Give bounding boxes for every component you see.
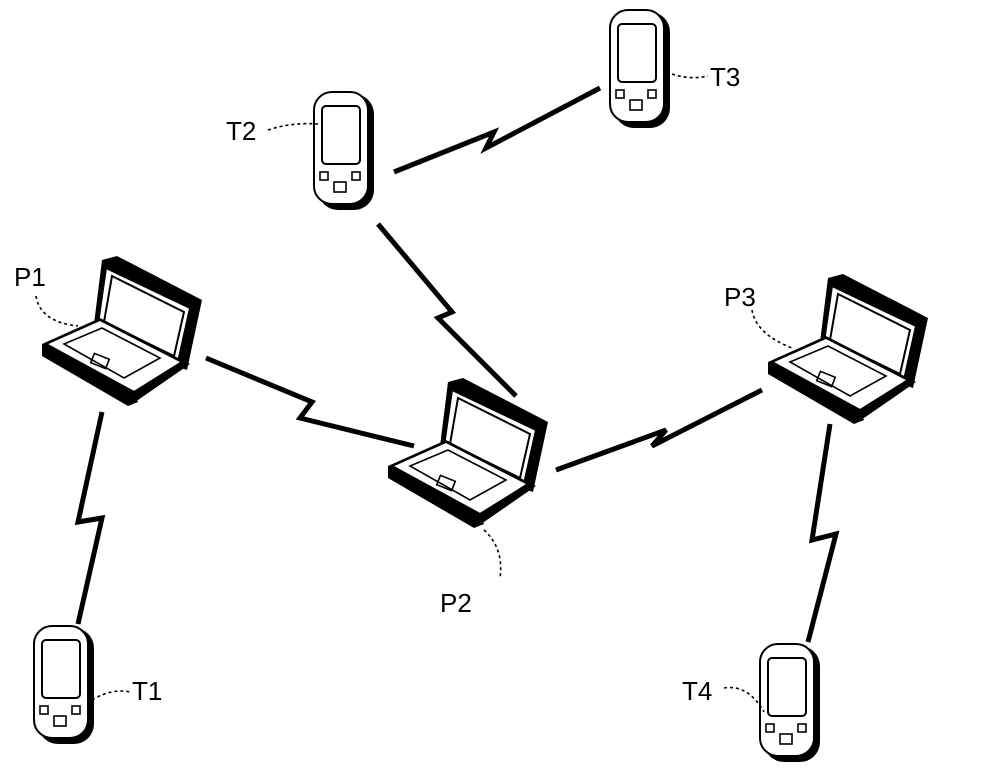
leader-T3 — [671, 73, 709, 79]
label-P1: P1 — [14, 262, 46, 292]
link-T2-P2 — [376, 222, 518, 398]
leader-T1 — [91, 690, 131, 701]
phone-T1 — [33, 625, 95, 745]
label-P3: P3 — [724, 282, 756, 312]
laptop-P3 — [767, 273, 929, 425]
phone-T3 — [609, 9, 671, 129]
leader-T4 — [723, 686, 765, 713]
wireless-links — [74, 85, 840, 643]
link-P3-T4 — [805, 423, 840, 643]
label-T1: T1 — [132, 676, 162, 706]
link-T2-T3 — [393, 85, 602, 175]
leader-P2 — [483, 529, 502, 579]
laptop-P2 — [387, 377, 549, 529]
label-T2: T2 — [226, 116, 256, 146]
phone-T2 — [313, 91, 375, 211]
link-P2-P3 — [555, 387, 764, 473]
phone-T4 — [759, 643, 821, 763]
leader-P3 — [751, 309, 793, 349]
label-T4: T4 — [682, 676, 712, 706]
link-P1-P2 — [205, 355, 415, 449]
node-labels: T3 T2 P1 P3 P2 T1 T4 — [14, 62, 756, 706]
label-P2: P2 — [440, 588, 472, 618]
leader-T2 — [267, 122, 319, 131]
laptop-P1 — [41, 255, 203, 407]
link-P1-T1 — [74, 411, 106, 625]
label-T3: T3 — [710, 62, 740, 92]
leader-lines — [35, 73, 793, 713]
leader-P1 — [35, 295, 79, 327]
